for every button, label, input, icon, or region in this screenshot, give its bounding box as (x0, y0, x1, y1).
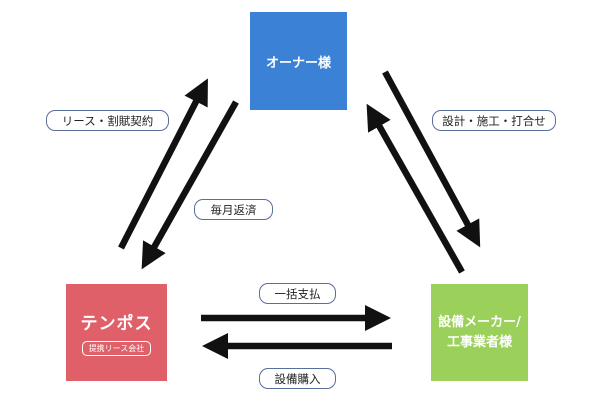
maker-label-line1: 設備メーカー/ (438, 315, 521, 330)
tenpos-label: テンポス (80, 314, 153, 334)
arrow-tenpos-to-owner (118, 78, 208, 250)
tenpos-node: テンポス 提携リース会社 (66, 284, 167, 381)
maker-node: 設備メーカー/ 工事業者様 (431, 284, 528, 381)
arrow-maker-to-owner (366, 103, 465, 274)
owner-node: オーナー様 (250, 12, 347, 110)
monthly-repayment-label: 毎月返済 (194, 199, 273, 220)
arrow-owner-to-maker (382, 70, 481, 248)
arrow-owner-to-tenpos (141, 100, 239, 270)
tenpos-sublabel: 提携リース会社 (81, 341, 152, 356)
equipment-purchase-label: 設備購入 (259, 368, 336, 389)
lease-contract-label: リース・割賦契約 (46, 110, 169, 131)
owner-label: オーナー様 (265, 55, 331, 71)
maker-label-line2: 工事業者様 (446, 334, 512, 350)
lump-sum-payment-label: 一括支払 (259, 283, 336, 304)
design-construction-label: 設計・施工・打合せ (432, 110, 556, 131)
